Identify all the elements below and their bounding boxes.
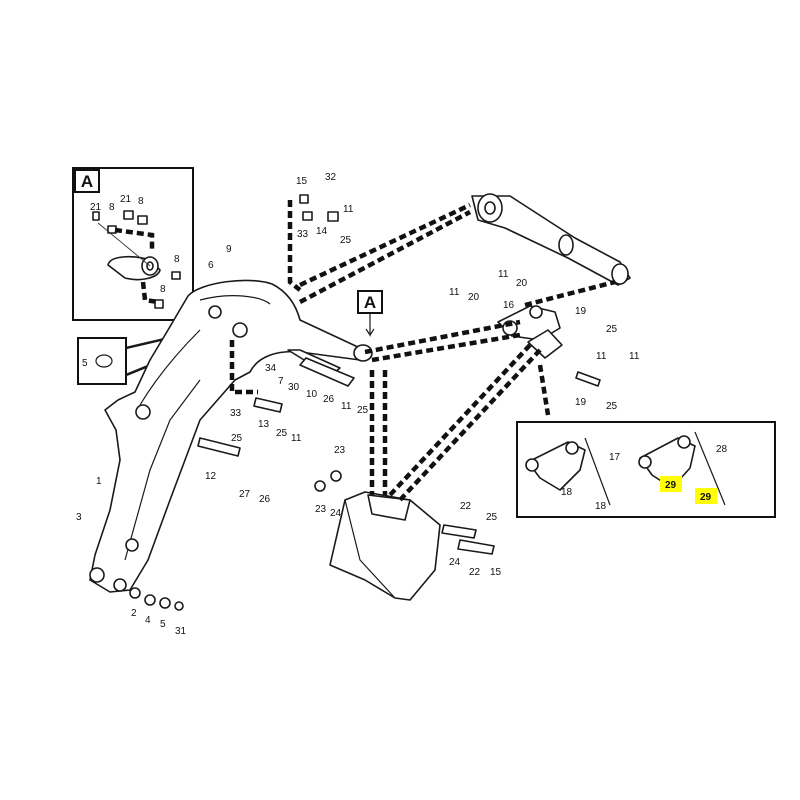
dash-line-6: [524, 279, 616, 308]
detail-a-dash-1: [114, 227, 155, 252]
callout-23b: 23: [315, 504, 327, 515]
callout-11d: 11: [449, 287, 460, 298]
callout-14: 14: [316, 226, 328, 237]
detail-linkage-parts: [525, 431, 726, 506]
callout-3: 3: [76, 512, 82, 523]
callout-15a: 15: [296, 176, 308, 187]
inset-a-marker-box: [357, 290, 383, 314]
callout-29b: 29: [700, 492, 712, 503]
detail-a-parts: [92, 210, 181, 309]
detail-a-dash-2: [140, 281, 159, 305]
pins-and-washers: [129, 194, 601, 611]
callout-25d: 25: [231, 433, 243, 444]
callout-31: 31: [175, 626, 187, 637]
callout-22b: 22: [469, 567, 481, 578]
inset-a-marker: A: [364, 293, 376, 312]
callout-29a: 29: [665, 480, 677, 491]
dash-line-11: [229, 340, 258, 395]
callout-labels: 1 2 3 4 5 5 6 7 8 8 8 8 9 10 11 11 11 11…: [76, 172, 728, 637]
dash-line-9: [388, 343, 532, 497]
callout-19b: 19: [575, 397, 587, 408]
callout-25b: 25: [357, 405, 369, 416]
callout-32: 32: [325, 172, 337, 183]
callout-11e: 11: [498, 269, 509, 280]
callout-20b: 20: [516, 278, 528, 289]
callout-24b: 24: [449, 557, 461, 568]
dash-line-2: [299, 202, 471, 288]
dash-line-4: [364, 319, 521, 355]
callout-30: 30: [288, 382, 300, 393]
callout-27: 27: [239, 489, 251, 500]
callout-18b: 18: [595, 501, 607, 512]
callout-5-box: [77, 337, 127, 385]
detail-a-tag: A: [81, 172, 93, 191]
callout-34: 34: [265, 363, 277, 374]
dash-line-1: [287, 200, 302, 292]
callout-21a: 21: [90, 202, 102, 213]
callout-21b: 21: [120, 194, 132, 205]
callout-11g: 11: [629, 351, 640, 362]
callout-24a: 24: [330, 508, 342, 519]
callout-25f: 25: [606, 401, 618, 412]
callout-8c: 8: [174, 254, 180, 265]
callout-13: 13: [258, 419, 270, 430]
callout-33b: 33: [230, 408, 242, 419]
callout-2: 2: [131, 608, 137, 619]
callout-26a: 26: [323, 394, 335, 405]
callout-22a: 22: [460, 501, 472, 512]
callout-18a: 18: [561, 487, 573, 498]
callout-25e: 25: [606, 324, 618, 335]
callout-26b: 26: [259, 494, 271, 505]
callout-8a: 8: [109, 202, 115, 213]
linkage: [497, 305, 563, 359]
seal-ring-icon: [95, 354, 113, 368]
callout-25c: 25: [276, 428, 288, 439]
detail-a-box: [72, 167, 194, 321]
callout-11a: 11: [343, 204, 354, 215]
callout-8b: 8: [138, 196, 144, 207]
callout-25g: 25: [486, 512, 498, 523]
dash-line-10: [398, 348, 542, 502]
callout-17: 17: [609, 452, 621, 463]
highlight-29a: [660, 476, 682, 492]
callout-12: 12: [205, 471, 217, 482]
callout-16: 16: [503, 300, 515, 311]
callout-5b: 5: [160, 619, 166, 630]
callout-6: 6: [208, 260, 214, 271]
callout-15b: 15: [490, 567, 502, 578]
dash-line-12: [537, 364, 551, 416]
callout-11b: 11: [341, 401, 352, 412]
callout-20a: 20: [468, 292, 480, 303]
callout-11f: 11: [596, 351, 607, 362]
callout-10: 10: [306, 389, 318, 400]
callout-23a: 23: [334, 445, 346, 456]
callout-25a: 25: [340, 235, 352, 246]
callout-5: 5: [82, 358, 88, 369]
callout-33a: 33: [297, 229, 309, 240]
dash-line-3: [298, 210, 472, 304]
boom: [89, 279, 373, 593]
hydraulic-cylinder: [471, 193, 631, 286]
callout-28: 28: [716, 444, 728, 455]
dash-line-5: [371, 332, 521, 363]
bucket: [329, 491, 441, 601]
callout-1: 1: [96, 476, 102, 487]
callout-19a: 19: [575, 306, 587, 317]
callout-11c: 11: [291, 433, 302, 444]
callout-4: 4: [145, 615, 151, 626]
callout-9: 9: [226, 244, 232, 255]
callout-8d: 8: [160, 284, 166, 295]
detail-a-tag-box: [74, 169, 100, 193]
highlight-29b: [695, 488, 717, 504]
callout-7: 7: [278, 376, 284, 387]
